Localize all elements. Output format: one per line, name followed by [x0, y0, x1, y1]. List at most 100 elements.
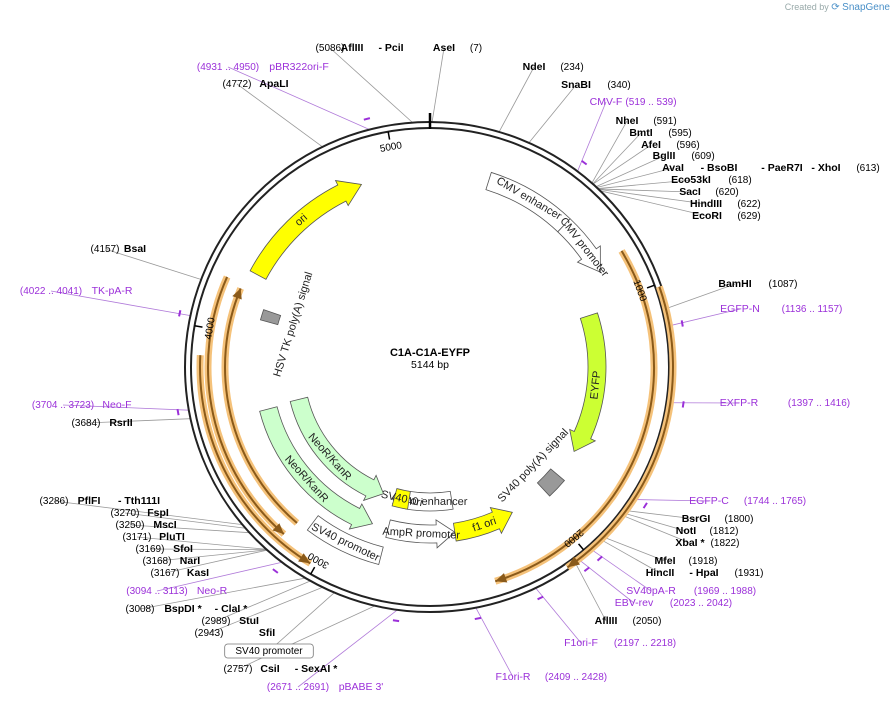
site-label[interactable]: (1812) — [710, 526, 739, 537]
feature-sv40-poly-a-signal[interactable] — [536, 468, 566, 497]
site-label[interactable]: (596) — [676, 140, 699, 151]
site-label[interactable]: (618) — [728, 175, 751, 186]
feature-hsv-tk-poly-a-signal[interactable] — [259, 309, 282, 326]
site-label[interactable]: - PciI — [378, 42, 403, 54]
primer-label[interactable]: EGFP-C — [689, 495, 729, 507]
primer-label[interactable]: (1969 .. 1988) — [694, 586, 756, 597]
site-label[interactable]: - BsoBI — [701, 162, 738, 174]
site-label[interactable]: (1918) — [689, 556, 718, 567]
site-label[interactable]: (1822) — [711, 538, 740, 549]
site-label[interactable]: (2989) — [202, 616, 231, 627]
site-label[interactable]: FspI — [147, 507, 169, 519]
site-label[interactable]: ApaLI — [259, 78, 288, 90]
primer-label[interactable]: F1ori-R — [495, 671, 530, 683]
site-label[interactable]: BamHI — [718, 278, 751, 290]
primer-label[interactable]: (1397 .. 1416) — [788, 398, 850, 409]
site-label[interactable]: (340) — [607, 80, 630, 91]
site-label[interactable]: (3684) — [72, 418, 101, 429]
primer-label[interactable]: (3094 .. 3113) — [126, 586, 188, 597]
site-label[interactable]: StuI — [239, 615, 259, 627]
site-label[interactable]: (3008) — [126, 604, 155, 615]
primer-label[interactable]: pBABE 3' — [339, 681, 384, 693]
primer-label[interactable]: (4931 .. 4950) — [197, 62, 259, 73]
primer-label[interactable]: (519 .. 539) — [625, 97, 676, 108]
feature-f1-ori[interactable] — [453, 507, 513, 542]
feature-cmv-promoter[interactable] — [557, 218, 601, 273]
site-label[interactable]: (4157) — [91, 244, 120, 255]
site-label[interactable]: (3167) — [151, 568, 180, 579]
site-label[interactable]: (3270) — [111, 508, 140, 519]
primer-label[interactable]: EXFP-R — [720, 397, 759, 409]
primer-label[interactable]: (3704 .. 3723) — [32, 400, 94, 411]
site-label[interactable]: (2050) — [633, 616, 662, 627]
site-label[interactable]: (1800) — [725, 514, 754, 525]
site-label[interactable]: PluTI — [159, 531, 185, 543]
site-label[interactable]: (5086) — [316, 43, 345, 54]
site-label[interactable]: EcoRI — [692, 210, 722, 222]
site-label[interactable]: AseI — [433, 42, 455, 54]
site-label[interactable]: MscI — [153, 519, 176, 531]
site-label[interactable]: BsrGI — [682, 513, 711, 525]
site-label[interactable]: PflFI — [78, 495, 101, 507]
site-label[interactable]: (3171) — [123, 532, 152, 543]
primer-label[interactable]: (4022 .. 4041) — [20, 286, 82, 297]
site-label[interactable]: (595) — [668, 128, 691, 139]
primer-label[interactable]: (1136 .. 1157) — [782, 304, 843, 315]
site-label[interactable]: (3250) — [116, 520, 145, 531]
site-label[interactable]: - ClaI * — [215, 603, 249, 615]
site-label[interactable]: BspDI * — [164, 603, 202, 615]
site-label[interactable]: HincII — [646, 567, 675, 579]
site-label[interactable]: (2943) — [195, 628, 224, 639]
primer-label[interactable]: F1ori-F — [564, 637, 598, 649]
site-label[interactable]: - HpaI — [689, 567, 718, 579]
site-label[interactable]: (609) — [691, 151, 714, 162]
site-label[interactable]: (4772) — [223, 79, 252, 90]
site-label[interactable]: XbaI * — [675, 537, 705, 549]
feature-sv40-promoter[interactable] — [306, 515, 384, 565]
site-label[interactable]: BsaI — [124, 243, 146, 255]
site-label[interactable]: BglII — [653, 150, 676, 162]
site-label[interactable]: NheI — [616, 115, 639, 127]
site-label[interactable]: (622) — [737, 199, 760, 210]
site-label[interactable]: SnaBI — [561, 79, 591, 91]
primer-label[interactable]: (2409 .. 2428) — [545, 672, 607, 683]
primer-label[interactable]: Neo-R — [197, 585, 228, 597]
site-label[interactable]: HindIII — [690, 198, 722, 210]
primer-label[interactable]: (1744 .. 1765) — [744, 496, 806, 507]
site-label[interactable]: SV40 promoter — [235, 646, 303, 657]
primer-label[interactable]: EGFP-N — [720, 303, 760, 315]
site-label[interactable]: - SexAI * — [295, 663, 339, 675]
feature-neor-kanr[interactable] — [259, 406, 374, 530]
primer-label[interactable]: SV40pA-R — [626, 585, 676, 597]
site-label[interactable]: RsrII — [109, 417, 132, 429]
primer-label[interactable]: Neo-F — [102, 399, 131, 411]
primer-label[interactable]: pBR322ori-F — [269, 61, 329, 73]
site-label[interactable]: Eco53kI — [671, 174, 711, 186]
site-label[interactable]: AvaI — [662, 162, 684, 174]
site-label[interactable]: (2757) — [224, 664, 253, 675]
site-label[interactable]: (3168) — [143, 556, 172, 567]
site-label[interactable]: AflIII — [341, 42, 364, 54]
primer-label[interactable]: (2197 .. 2218) — [614, 638, 676, 649]
primer-label[interactable]: (2671 .. 2691) — [267, 682, 329, 693]
site-label[interactable]: - XhoI — [811, 162, 840, 174]
site-label[interactable]: AfeI — [641, 139, 661, 151]
site-label[interactable]: KasI — [187, 567, 209, 579]
site-label[interactable]: (3169) — [136, 544, 165, 555]
site-label[interactable]: (1087) — [769, 279, 798, 290]
site-label[interactable]: (1931) — [735, 568, 764, 579]
site-label[interactable]: - Tth111I — [118, 495, 160, 507]
site-label[interactable]: SfiI — [259, 627, 275, 639]
site-label[interactable]: NdeI — [523, 61, 546, 73]
primer-label[interactable]: CMV-F — [590, 96, 623, 108]
feature-ampr-promoter[interactable] — [385, 519, 456, 549]
site-label[interactable]: - PaeR7I — [761, 162, 803, 174]
site-label[interactable]: (3286) — [40, 496, 69, 507]
site-label[interactable]: AflIII — [595, 615, 618, 627]
site-label[interactable]: (591) — [653, 116, 676, 127]
feature-ori[interactable] — [249, 180, 363, 280]
site-label[interactable]: MfeI — [655, 555, 676, 567]
site-label[interactable]: CsiI — [260, 663, 279, 675]
site-label[interactable]: (7) — [470, 43, 482, 54]
site-label[interactable]: (629) — [737, 211, 760, 222]
